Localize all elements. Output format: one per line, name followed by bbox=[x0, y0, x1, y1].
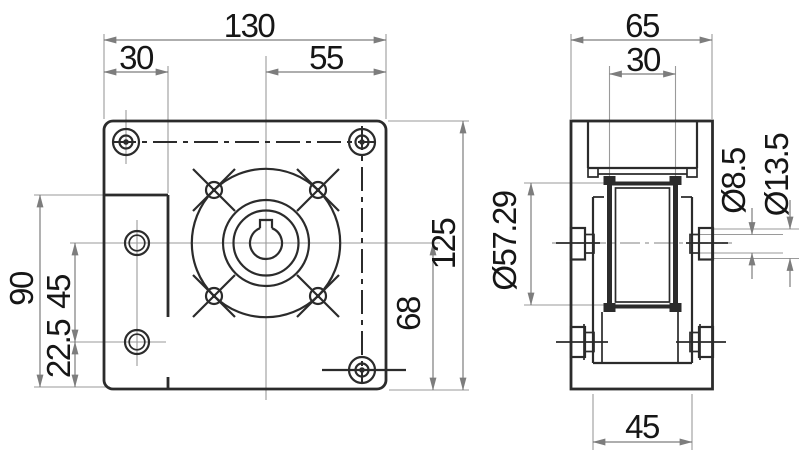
dim-side-pilot-diameter: Ø57.29 bbox=[486, 191, 523, 290]
side-inner-walls bbox=[591, 196, 694, 365]
side-boss-centerlines bbox=[556, 242, 728, 360]
dim-side-hub-width: 30 bbox=[626, 41, 661, 78]
dim-front-center-to-right-edge: 55 bbox=[309, 39, 343, 76]
pilot-section-bars bbox=[603, 176, 682, 312]
side-hole-lower bbox=[123, 328, 151, 356]
dim-front-side-hole-spacing: 45 bbox=[40, 275, 77, 309]
dim-side-hole-diameter: Ø8.5 bbox=[715, 148, 752, 214]
dimension-lines bbox=[36, 36, 794, 446]
side-view bbox=[556, 119, 728, 391]
dimension-labels: 130 30 55 125 68 90 45 22.5 65 30 Ø57.29… bbox=[3, 7, 795, 445]
dim-front-overall-width: 130 bbox=[224, 7, 276, 44]
bolt-circle bbox=[190, 167, 342, 319]
keyway bbox=[258, 218, 274, 229]
front-step-edge bbox=[104, 193, 170, 389]
flange-tapped-holes bbox=[192, 168, 340, 318]
dim-side-hole-counterbore: Ø13.5 bbox=[758, 134, 795, 217]
tapped-hole-marker bbox=[192, 274, 236, 318]
side-top-recess bbox=[586, 121, 699, 178]
dim-front-flange-height: 90 bbox=[3, 271, 40, 306]
front-hole-centerlines bbox=[112, 126, 406, 382]
front-view bbox=[102, 119, 406, 391]
hub-circle bbox=[232, 209, 300, 277]
front-view-extension-lines bbox=[34, 34, 469, 400]
dim-front-side-hole-bottom-offset: 22.5 bbox=[40, 320, 77, 378]
front-plate-outline bbox=[102, 119, 388, 391]
tapped-hole-marker bbox=[296, 274, 340, 318]
side-hole-upper bbox=[123, 229, 151, 257]
tapped-hole-marker bbox=[192, 168, 236, 212]
dim-front-overall-height: 125 bbox=[425, 219, 462, 270]
dim-side-overall-depth: 65 bbox=[625, 7, 659, 44]
shaft-bore bbox=[248, 227, 284, 261]
pilot-boss-circle bbox=[221, 198, 311, 288]
dim-side-base-depth: 45 bbox=[625, 408, 659, 445]
dim-front-step-width: 30 bbox=[119, 39, 154, 76]
tapped-hole-marker bbox=[296, 168, 340, 212]
dim-front-axis-height: 68 bbox=[390, 297, 427, 331]
